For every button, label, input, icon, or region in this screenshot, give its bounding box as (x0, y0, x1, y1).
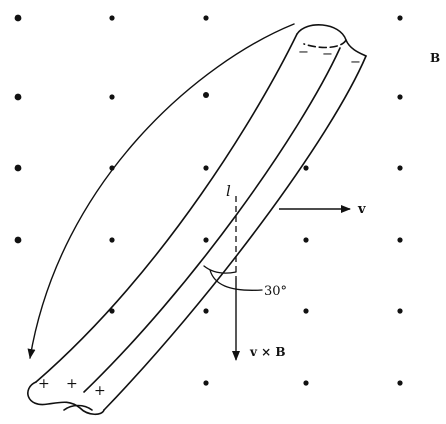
force-label: v × B (249, 345, 286, 359)
rod-bottom-cap (27, 381, 105, 416)
negative-charge: − (322, 47, 333, 62)
rod-bottom-cap-curl (63, 404, 93, 411)
rod-inner-line (83, 47, 341, 393)
magnetic-field-dots (14, 14, 403, 386)
length-label: l (226, 182, 231, 200)
field-label: B (430, 51, 440, 65)
field-dot (203, 237, 209, 243)
field-dot (397, 165, 403, 171)
velocity-label: v (357, 202, 366, 217)
field-dot (109, 237, 115, 243)
negative-charge: − (350, 55, 361, 70)
field-dot (303, 380, 309, 386)
field-dot (397, 308, 403, 314)
field-dot (203, 165, 209, 171)
field-dot (397, 94, 403, 100)
field-dot (109, 308, 115, 314)
field-dot (109, 94, 115, 100)
angle-marker (203, 265, 263, 291)
positive-charge: + (38, 376, 50, 392)
rod-left-edge (35, 33, 298, 383)
field-dot (14, 93, 22, 101)
field-dot (397, 237, 403, 243)
field-dot (203, 92, 209, 98)
conducting-rod (27, 24, 367, 416)
length-bracket-curve (27, 23, 295, 359)
negative-charge: − (298, 45, 309, 60)
rod-right-edge (103, 55, 367, 411)
rod-top-cap-back (303, 39, 347, 49)
field-dot (303, 237, 309, 243)
positive-charge: + (94, 383, 106, 399)
field-dot (303, 308, 309, 314)
length-bracket (27, 23, 295, 359)
angle-label: 30° (264, 284, 287, 299)
field-dot (14, 14, 22, 22)
field-dot (397, 380, 403, 386)
field-dot (303, 165, 309, 171)
field-dot (14, 164, 22, 172)
field-dot (397, 15, 403, 21)
angle-arc (203, 265, 237, 274)
field-dot (14, 236, 22, 244)
field-dot (203, 308, 209, 314)
field-dot (203, 15, 209, 21)
field-dot (203, 380, 209, 386)
positive-charge: + (66, 376, 78, 392)
field-dot (109, 15, 115, 21)
angle-leader (209, 269, 263, 291)
